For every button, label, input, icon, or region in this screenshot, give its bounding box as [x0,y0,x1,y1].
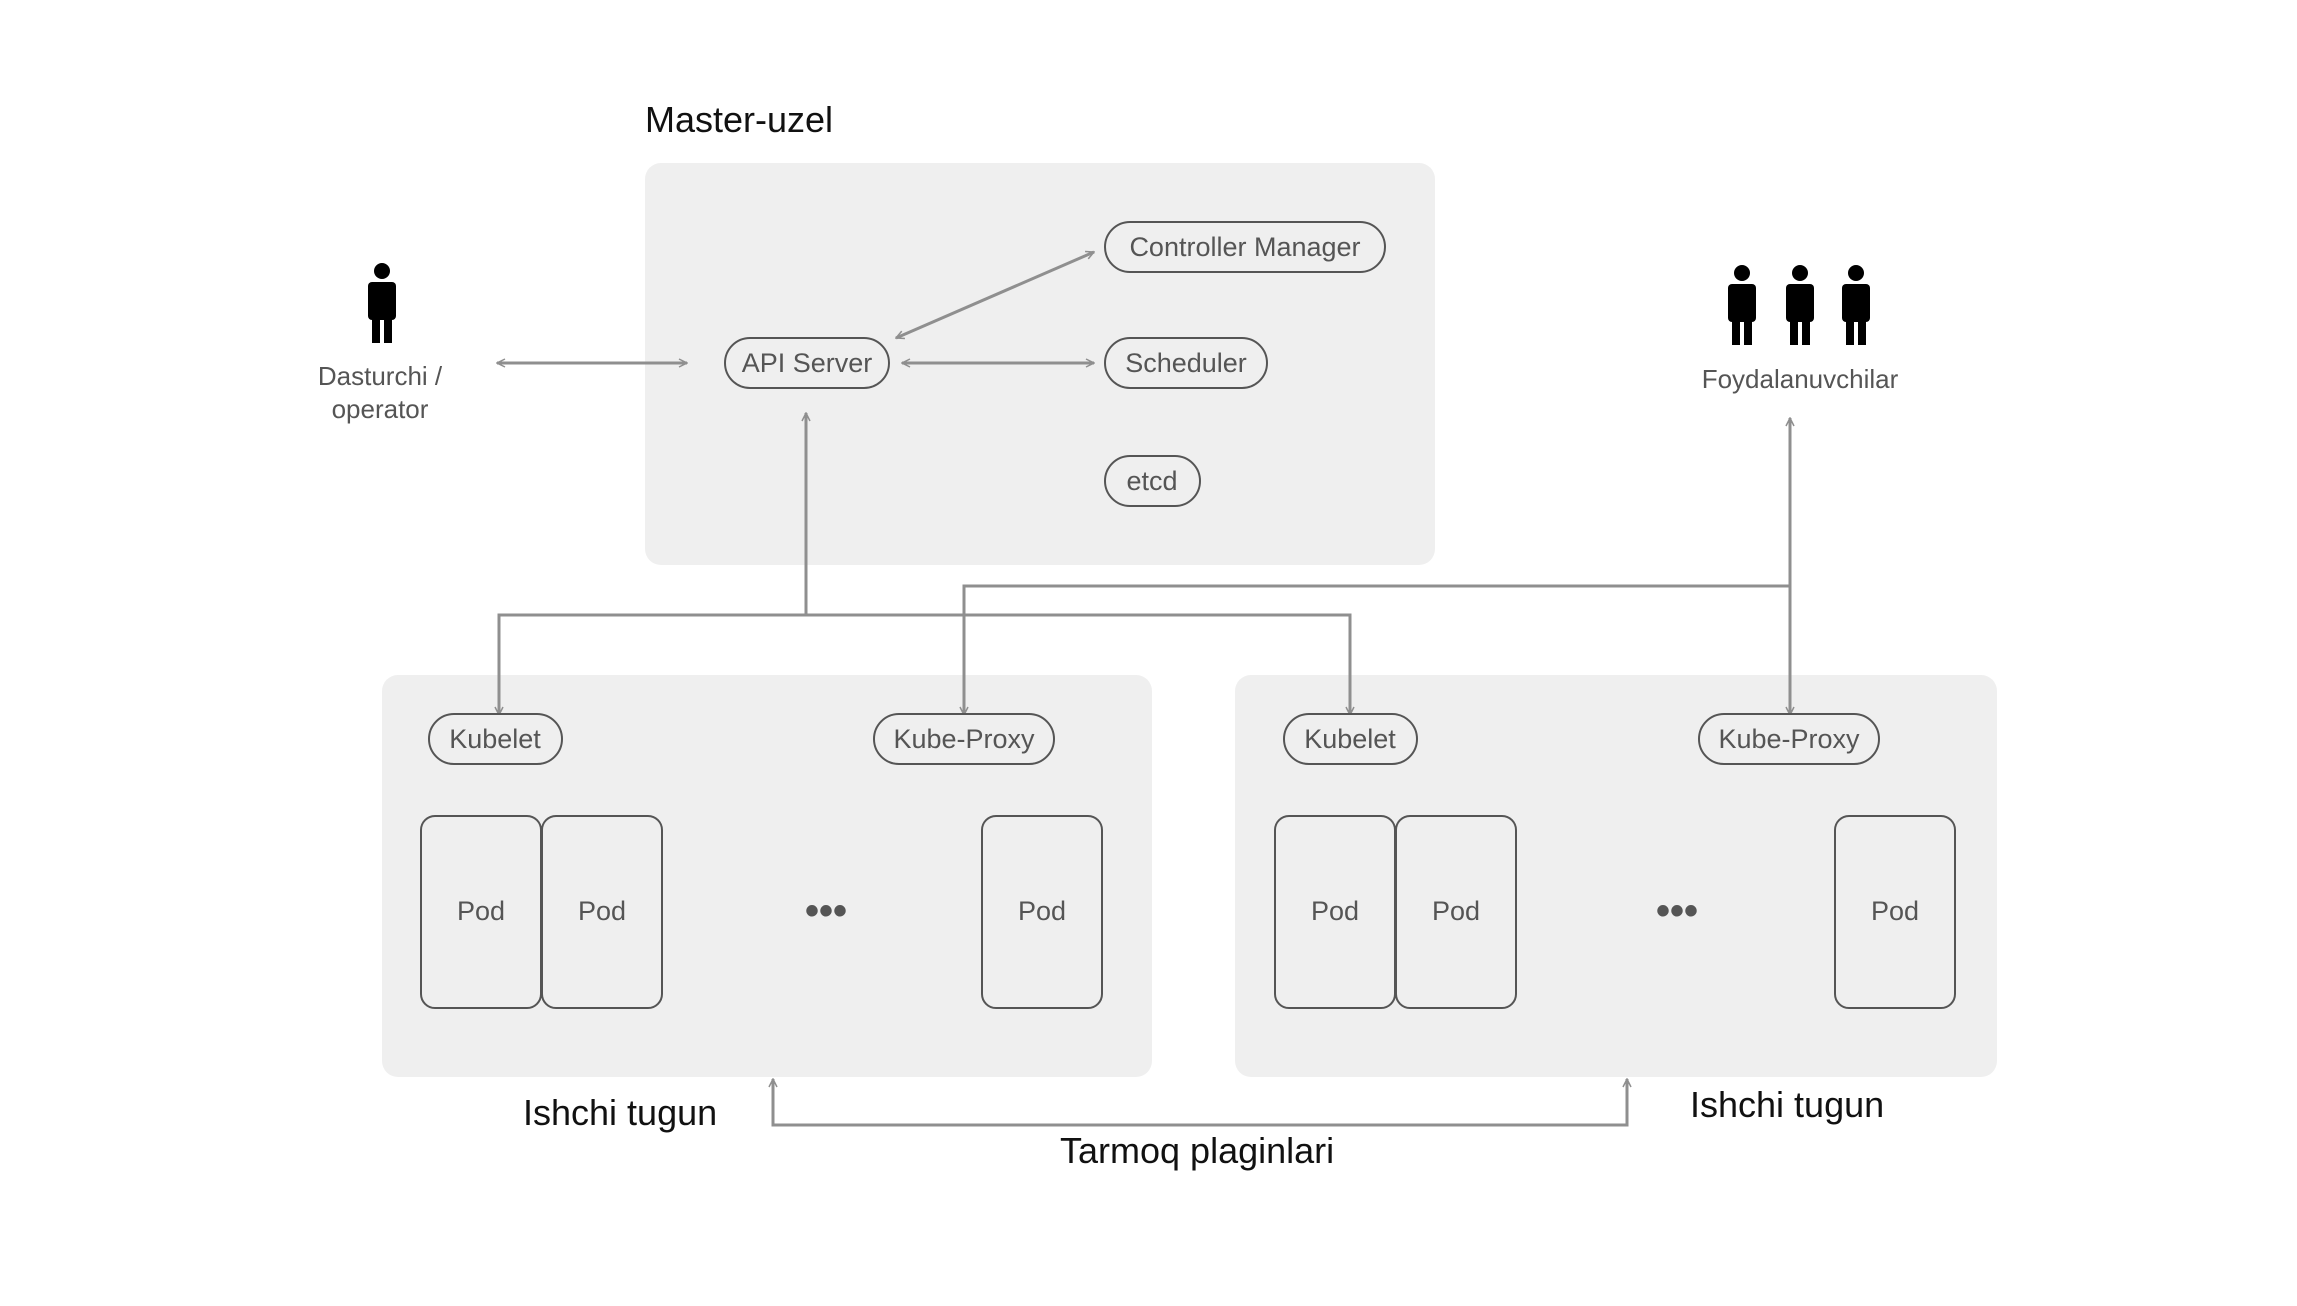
pod-left-3 [981,815,1103,1009]
kubelet-right-pill [1283,713,1418,765]
users-label: Foydalanuvchilar [1702,364,1899,394]
kubelet-right-label: Kubelet [1304,724,1396,754]
developer-label-line1: Dasturchi / [318,361,443,391]
master-node-title: Master-uzel [645,99,833,140]
pod-left-2 [541,815,663,1009]
api-server-label: API Server [742,348,873,378]
kubelet-left-label: Kubelet [449,724,541,754]
scheduler-pill [1104,337,1268,389]
pod-left-2-label: Pod [578,896,626,926]
kube-proxy-left-label: Kube-Proxy [893,724,1035,754]
pod-right-3 [1834,815,1956,1009]
developer-label-line2: operator [332,394,429,424]
person-icon [368,263,396,343]
kube-proxy-right-label: Kube-Proxy [1718,724,1860,754]
pod-right-3-label: Pod [1871,896,1919,926]
network-plugin-connector [773,1079,1627,1127]
pod-left-3-label: Pod [1018,896,1066,926]
pod-right-1-label: Pod [1311,896,1359,926]
etcd-label: etcd [1126,466,1177,496]
api-controller-arrow [896,250,1094,340]
kubelet-left-pill [428,713,563,765]
pod-right-2-label: Pod [1432,896,1480,926]
pod-right-ellipsis: ••• [1656,889,1698,933]
etcd-pill [1104,455,1201,507]
scheduler-label: Scheduler [1125,348,1247,378]
network-plugins-label: Tarmoq plaginlari [1060,1130,1334,1171]
api-server-pill [724,337,890,389]
users-to-kubeproxy-left [964,584,1790,715]
api-to-kubelet-left [499,613,806,715]
worker-node-left-title: Ishchi tugun [523,1092,717,1133]
worker-node-right-title: Ishchi tugun [1690,1084,1884,1125]
api-to-kubelet-right [806,613,1350,715]
pod-right-2 [1395,815,1517,1009]
people-icon [1728,265,1870,345]
kube-proxy-right-pill [1698,713,1880,765]
controller-manager-pill [1104,221,1386,273]
controller-manager-label: Controller Manager [1129,232,1360,262]
pod-left-1-label: Pod [457,896,505,926]
pod-left-ellipsis: ••• [805,889,847,933]
kube-proxy-left-pill [873,713,1055,765]
